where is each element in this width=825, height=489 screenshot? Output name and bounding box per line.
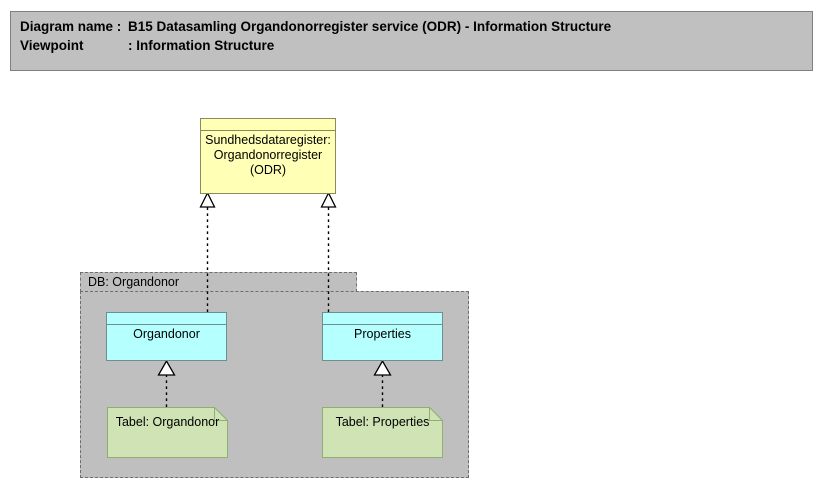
node-sundhedsdataregister-odr-label: Sundhedsdataregister: Organdonorregister…: [205, 133, 331, 177]
note-shape: [322, 407, 443, 458]
diagram-name-label: Diagram name :: [20, 19, 122, 34]
viewpoint-label: Viewpoint: [20, 38, 84, 53]
node-organdonor-label: Organdonor: [133, 327, 200, 341]
node-header-band: [323, 313, 442, 325]
viewpoint-line: Viewpoint : Information Structure: [20, 36, 812, 55]
node-header-band: [107, 313, 226, 325]
node-tabel-organdonor-label: Tabel: Organdonor: [115, 415, 220, 429]
diagram-header: Diagram name : B15 Datasamling Organdonor…: [10, 11, 813, 71]
diagram-name-line: Diagram name : B15 Datasamling Organdonor…: [20, 17, 812, 36]
group-db-organdonor-tab[interactable]: DB: Organdonor: [80, 272, 357, 292]
viewpoint-value: : Information Structure: [128, 38, 275, 53]
node-tabel-properties[interactable]: Tabel: Properties: [322, 407, 443, 458]
node-header-band: [201, 119, 335, 131]
note-shape: [107, 407, 228, 458]
diagram-name-value: B15 Datasamling Organdonorregister servi…: [128, 19, 612, 34]
node-tabel-properties-label: Tabel: Properties: [335, 415, 430, 429]
node-properties[interactable]: Properties: [322, 312, 443, 361]
node-organdonor[interactable]: Organdonor: [106, 312, 227, 361]
group-db-organdonor-label: DB: Organdonor: [88, 275, 180, 289]
node-properties-label: Properties: [354, 327, 411, 341]
node-sundhedsdataregister-odr[interactable]: Sundhedsdataregister: Organdonorregister…: [200, 118, 336, 194]
node-tabel-organdonor[interactable]: Tabel: Organdonor: [107, 407, 228, 458]
